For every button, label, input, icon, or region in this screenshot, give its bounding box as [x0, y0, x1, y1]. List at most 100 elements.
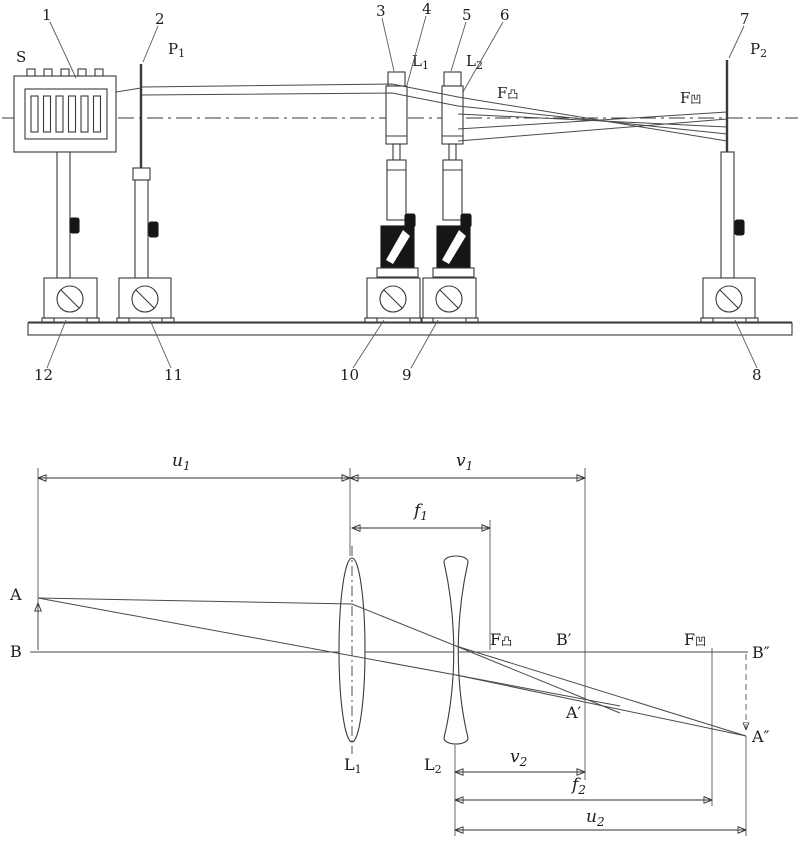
focus-convex-label: F凸 — [497, 84, 518, 102]
source-filament — [42, 95, 52, 133]
dim-v1-label: v1 — [456, 451, 473, 473]
callout-7-leader — [728, 25, 745, 59]
callout-3: 3 — [376, 2, 386, 20]
lens-l1-label: L1 — [412, 52, 429, 72]
source-base-screw — [56, 285, 84, 313]
source-terminal — [77, 68, 87, 77]
source-filament — [92, 95, 102, 133]
lens-l2-label: L2 — [466, 52, 483, 72]
source-label: S — [16, 48, 26, 66]
focus-concave-label: F凹 — [680, 89, 701, 107]
ray-a-refracted-l1 — [351, 603, 457, 647]
callout-4: 4 — [422, 0, 432, 18]
lens-l1-foot — [364, 317, 378, 324]
beam-ray — [457, 118, 728, 142]
callout-9: 9 — [402, 366, 412, 384]
screen-p1-foot — [161, 317, 175, 324]
callout-8-leader — [734, 319, 758, 369]
screen-p2-base — [702, 277, 756, 319]
lens-l2-screw-slot — [439, 289, 459, 309]
source-terminal — [60, 68, 70, 77]
point-bprime-label: B′ — [556, 630, 572, 649]
light-beams — [115, 83, 728, 142]
source-filament — [80, 95, 89, 133]
source-terminal — [94, 68, 104, 77]
ray-center-refracted-l2 — [455, 674, 747, 737]
point-b-label: B — [10, 642, 22, 661]
dim-f2-label: f2 — [570, 775, 586, 797]
lens-l2-plate — [432, 267, 475, 278]
lens-l1-assembly: L1 — [364, 52, 429, 324]
lens-l1-rider-band — [386, 230, 410, 264]
callout-6-leader — [462, 21, 504, 93]
lens-l2-assembly: L2 — [420, 52, 483, 324]
lens-l2-top-clamp — [443, 71, 462, 87]
source-foot — [41, 317, 55, 324]
source-screw-slot — [60, 289, 80, 309]
callout-10-leader — [352, 319, 385, 369]
screen-p2-post — [720, 151, 735, 279]
beam-ray — [141, 92, 728, 135]
callout-11-leader — [149, 319, 172, 369]
dimensions: u1 v1 f1 v2 f2 u2 — [38, 451, 746, 830]
dim-f1-label: f1 — [412, 501, 428, 523]
screen-p2-label: P2 — [750, 40, 767, 60]
lens-l2-knob — [460, 213, 472, 228]
callout-12: 12 — [34, 366, 53, 384]
screen-p1-base-screw — [131, 285, 159, 313]
screen-p2-foot — [700, 317, 714, 324]
screen-p2: P2 — [700, 40, 767, 324]
point-adprime-label: A″ — [751, 727, 770, 746]
beam-ray — [141, 83, 728, 142]
callout-7: 7 — [740, 10, 750, 28]
apparatus-diagram: S P1 — [2, 0, 798, 384]
point-aprime-label: A′ — [565, 703, 582, 722]
dim-u1-label: u1 — [172, 451, 191, 473]
source-foot — [86, 317, 100, 324]
callout-8: 8 — [752, 366, 762, 384]
callout-2-leader — [142, 25, 159, 63]
source-filament — [55, 95, 64, 133]
callout-4-leader — [406, 15, 427, 86]
lens-l2-diagram-label: L2 — [424, 755, 442, 776]
screen-p2-foot — [745, 317, 759, 324]
screen-p2-base-screw — [715, 285, 743, 313]
screen-p1-clamp — [132, 167, 151, 181]
screen-p1-foot — [116, 317, 130, 324]
ray-a-incident — [37, 597, 353, 605]
lens-l2-base — [422, 277, 477, 319]
lens-l1-foot — [409, 317, 423, 324]
screen-p1-knob — [148, 221, 159, 238]
beam-ray — [115, 87, 142, 93]
rays — [37, 597, 747, 737]
beam-ray — [457, 113, 728, 128]
screen-p2-screw-slot — [719, 289, 739, 309]
concave-lens-l2 — [443, 555, 469, 745]
point-bdprime-label: B″ — [752, 643, 770, 662]
lens-l2-foot — [420, 317, 434, 324]
ground-hatching — [27, 322, 793, 336]
dim-u2-label: u2 — [586, 807, 605, 829]
screen-p1-base — [118, 277, 172, 319]
callout-5-leader — [450, 21, 467, 72]
lens-l1-knob — [404, 213, 416, 228]
lens-l1-holder — [386, 159, 407, 221]
lens-l2-foot — [465, 317, 479, 324]
lens-l1-frame — [385, 85, 408, 145]
callouts: 1 2 3 4 5 6 7 8 9 10 11 12 — [34, 0, 762, 384]
callout-1-leader — [49, 21, 77, 79]
lens-l2-stem — [448, 143, 457, 161]
ray-a-toward-aprime — [455, 645, 621, 714]
callout-9-leader — [410, 319, 439, 369]
lens-l2-base-screw — [435, 285, 463, 313]
source-filament — [67, 95, 77, 133]
dim-v2-label: v2 — [510, 747, 527, 769]
screen-p1-label: P1 — [168, 40, 185, 60]
lens-l1-stem — [392, 143, 401, 161]
screen-p1-post — [134, 179, 149, 279]
source-filament — [30, 95, 39, 133]
screen-p2-knob — [734, 219, 745, 236]
callout-10: 10 — [340, 366, 359, 384]
screen-p1: P1 — [116, 40, 185, 324]
lens-l2-rider-band — [442, 230, 466, 264]
